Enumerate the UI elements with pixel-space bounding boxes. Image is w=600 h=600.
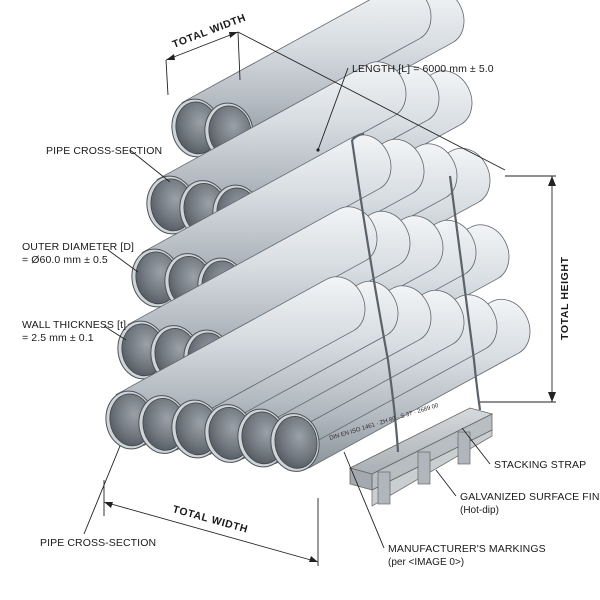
- pipe-bundle: [105, 0, 531, 472]
- manufacturer-subtitle: (per <IMAGE 0>): [388, 557, 464, 568]
- callout-pipe-cross-section-top: PIPE CROSS-SECTION: [46, 145, 171, 183]
- dimension-total-width-bottom: TOTAL WIDTH: [103, 480, 319, 566]
- total-height-label: TOTAL HEIGHT: [559, 256, 571, 340]
- pallet: [348, 407, 494, 507]
- stacking-strap: [350, 132, 482, 453]
- manufacturer-title: MANUFACTURER'S MARKINGS: [388, 543, 546, 555]
- callout-outer-diameter: OUTER DIAMETER [D] = Ø60.0 mm ± 0.5: [22, 241, 139, 273]
- outer-diameter-value: = Ø60.0 mm ± 0.5: [22, 254, 108, 266]
- callout-length: LENGTH [L] = 6000 mm ± 5.0: [316, 63, 494, 152]
- length-label: LENGTH [L] = 6000 mm ± 5.0: [352, 63, 494, 75]
- galvanized-subtitle: (Hot-dip): [460, 505, 499, 516]
- wall-thickness-value: = 2.5 mm ± 0.1: [22, 332, 94, 344]
- callout-wall-thickness: WALL THICKNESS [t] = 2.5 mm ± 0.1: [22, 319, 127, 344]
- galvanized-title: GALVANIZED SURFACE FINISH: [460, 491, 600, 503]
- callout-galvanized: GALVANIZED SURFACE FINISH (Hot-dip): [435, 469, 600, 516]
- total-width-bottom-label: TOTAL WIDTH: [171, 503, 249, 535]
- pipe-cross-section: [274, 416, 318, 469]
- wall-thickness-title: WALL THICKNESS [t]: [22, 319, 126, 331]
- callout-manufacturer-markings: MANUFACTURER'S MARKINGS (per <IMAGE 0>): [343, 451, 546, 568]
- dimension-total-height: TOTAL HEIGHT: [480, 175, 571, 403]
- callout-stacking-strap: STACKING STRAP: [461, 427, 586, 471]
- callout-pipe-cross-section-bottom: PIPE CROSS-SECTION: [40, 445, 156, 549]
- pipe-cross-section-top-label: PIPE CROSS-SECTION: [46, 145, 162, 157]
- stacking-strap-label: STACKING STRAP: [494, 459, 586, 471]
- pipe-cross-section-bottom-label: PIPE CROSS-SECTION: [40, 537, 156, 549]
- total-width-top-label: TOTAL WIDTH: [171, 12, 248, 51]
- outer-diameter-title: OUTER DIAMETER [D]: [22, 241, 134, 253]
